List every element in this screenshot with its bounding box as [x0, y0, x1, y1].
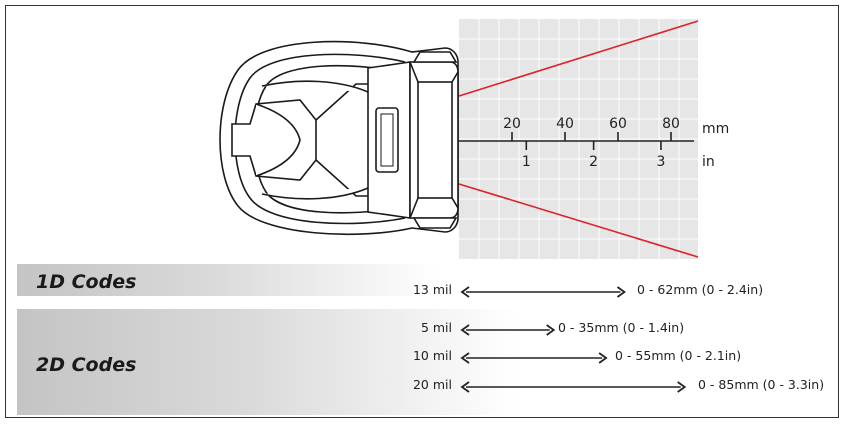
section-band-2d	[17, 309, 517, 415]
row-label-5mil: 5 mil	[420, 320, 452, 335]
row-label-20mil-text: 20 mil	[412, 377, 452, 392]
mm-ticks: 20 40 60 80	[503, 116, 680, 141]
inch-unit-label: in	[702, 154, 715, 170]
mm-unit-label: mm	[702, 121, 729, 137]
beam-lower-line	[458, 183, 699, 258]
inch-tick-label: 1	[522, 154, 531, 170]
mm-tick-label: 20	[503, 116, 521, 132]
inch-ticks: 1 2 3	[522, 141, 665, 170]
beam-upper-line	[458, 20, 699, 97]
section-band-1d	[17, 264, 437, 296]
inch-tick-label: 3	[656, 154, 665, 170]
row-range-5mil: 0 - 35mm (0 - 1.4in)	[558, 320, 685, 335]
scan-range-illustration: 20 40 60 80 1 2 3 mm in	[219, 19, 729, 259]
inch-tick-label: 2	[589, 154, 598, 170]
section-title-1d: 1D Codes	[36, 271, 137, 293]
mm-tick-label: 40	[556, 116, 574, 132]
section-title-2d: 2D Codes	[36, 354, 137, 376]
mm-tick-label: 60	[609, 116, 627, 132]
mm-tick-label: 80	[662, 116, 680, 132]
row-label-10mil: 10 mil	[412, 348, 452, 363]
row-range-10mil: 0 - 55mm (0 - 2.1in)	[615, 348, 742, 363]
barcode-scanner-icon	[219, 40, 459, 236]
row-label-13mil: 13 mil	[412, 282, 452, 297]
row-range-20mil: 0 - 85mm (0 - 3.3in)	[698, 377, 825, 392]
row-range-13mil: 0 - 62mm (0 - 2.4in)	[637, 282, 764, 297]
